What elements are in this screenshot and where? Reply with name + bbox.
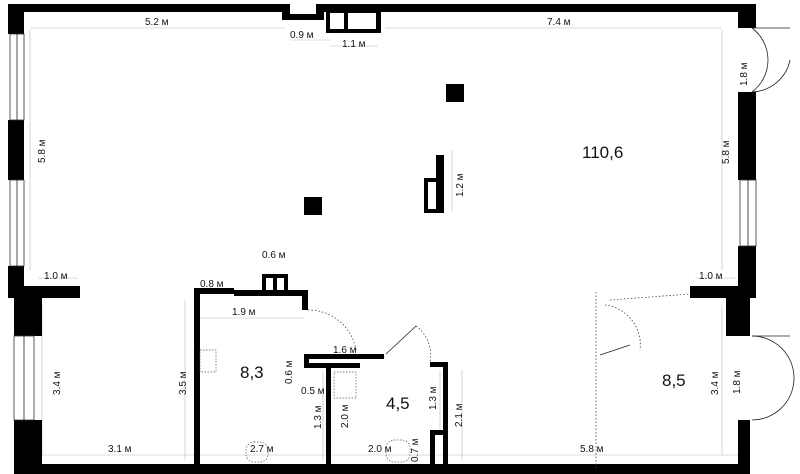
dimension-label: 0.6 м [284,360,295,384]
dimension-label: 1.2 м [455,173,466,197]
dimension-label: 3.5 м [178,371,189,395]
dimension-label: 2.1 м [454,403,465,427]
room-area-office: 8,3 [240,363,264,382]
dimension-label: 1.8 м [739,62,750,86]
room-area-side-room: 8,5 [662,371,686,390]
dimension-label: 5.8 м [580,444,604,455]
dimension-label: 1.9 м [232,307,256,318]
dimension-label: 3.4 м [710,371,721,395]
dimension-label: 1.6 м [333,345,357,356]
room-area-washroom: 4,5 [386,394,410,413]
dimension-label: 2.0 м [340,404,351,428]
doors [307,27,795,468]
walls [8,4,756,474]
dimension-label: 1.1 м [342,39,366,50]
dimension-label: 0.5 м [301,386,325,397]
dimension-label: 5.2 м [145,17,169,28]
dimension-label: 7.4 м [547,17,571,28]
dimension-label: 0.6 м [262,250,286,261]
fixtures [199,349,411,463]
dimension-label: 3.4 м [52,371,63,395]
dimension-label: 1.8 м [732,370,743,394]
dimension-lines [29,27,740,460]
dimension-label: 3.1 м [108,444,132,455]
dimension-label: 5.8 м [721,140,732,164]
dimension-label: 2.0 м [368,444,392,455]
room-areas: 110,6 8,3 4,5 8,5 [240,143,686,413]
dimension-label: 1.3 м [428,386,439,410]
dimension-label: 1.3 м [313,405,324,429]
dimension-labels: 5.2 м 0.9 м 1.1 м 7.4 м 1.8 м 5.8 м 5.8 … [37,17,750,462]
dimension-label: 0.7 м [410,438,421,462]
dimension-label: 2.7 м [250,444,274,455]
dimension-label: 0.9 м [290,30,314,41]
dimension-label: 1.0 м [44,271,68,282]
dimension-label: 5.8 м [37,139,48,163]
dimension-label: 0.8 м [200,279,224,290]
room-area-main-hall: 110,6 [582,143,623,162]
dimension-label: 1.0 м [699,271,723,282]
windows [9,33,757,421]
